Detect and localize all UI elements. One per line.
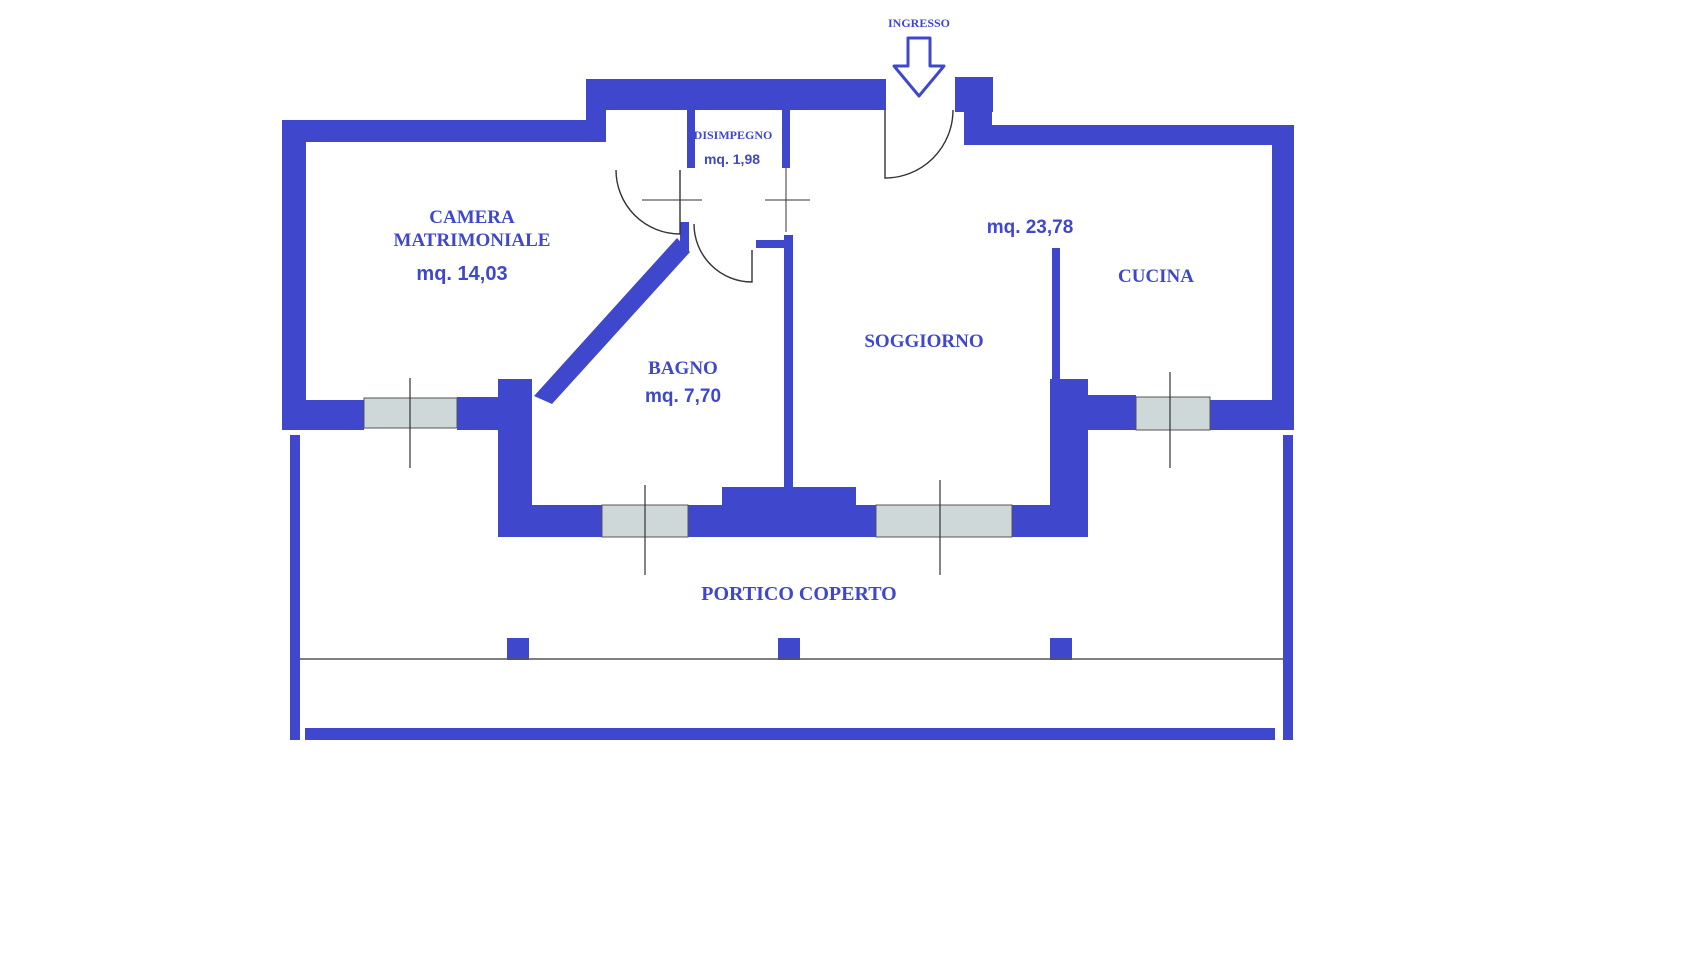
portico-pillar [1050, 638, 1072, 660]
wall-bagno-jamb-left [680, 222, 689, 252]
window-soggiorno [875, 504, 1013, 538]
bagno-label: BAGNO [648, 358, 718, 379]
window-cucina [1135, 396, 1211, 431]
disimpegno-label: DISIMPEGNO [694, 128, 773, 142]
soggiorno-area: mq. 23,78 [987, 217, 1074, 238]
portico-column-left [290, 435, 300, 740]
disimpegno-area: mq. 1,98 [704, 151, 760, 167]
wall-top-step [586, 79, 606, 142]
wall-bagno-soggiorno [784, 235, 793, 488]
doors [615, 109, 954, 283]
entrance-label: INGRESSO [888, 16, 950, 30]
walls [282, 77, 1294, 740]
camera-area: mq. 14,03 [416, 263, 507, 285]
wall-top-right [964, 125, 1294, 145]
down-arrow-icon [892, 36, 946, 98]
portico-column-right [1283, 435, 1293, 740]
wall-cucina-partition [1052, 248, 1060, 398]
portico-pillar [507, 638, 529, 660]
wall-top-center [586, 79, 886, 110]
wall-cucina-bottom-left [1050, 395, 1136, 430]
wall-right [1272, 125, 1294, 430]
wall-bottom-center-pier [722, 487, 856, 509]
bagno-door [693, 223, 753, 283]
window-frames [409, 372, 1171, 575]
wall-disimpegno-right [782, 110, 790, 168]
wall-disimpegno-left [687, 110, 695, 168]
camera-door [615, 169, 681, 235]
camera-label-line2: MATRIMONIALE [394, 230, 551, 251]
portico-label: PORTICO COPERTO [701, 583, 896, 605]
portico-pillar [778, 638, 800, 660]
entrance-door [884, 109, 954, 179]
cucina-label: CUCINA [1118, 266, 1194, 287]
bagno-area: mq. 7,70 [645, 386, 721, 407]
wall-cucina-bottom-right [1210, 400, 1294, 430]
wall-diagonal [534, 238, 690, 404]
wall-bottom-left [282, 400, 364, 430]
portico-base [305, 728, 1275, 740]
wall-bottom-center [688, 505, 876, 537]
soggiorno-label: SOGGIORNO [864, 331, 983, 352]
wall-left [282, 120, 306, 430]
wall-top-camera [282, 120, 604, 142]
camera-label-line1: CAMERA [429, 207, 515, 228]
wall-bagno-jamb-right [756, 240, 786, 248]
wall-bagno-bottom [498, 505, 602, 537]
